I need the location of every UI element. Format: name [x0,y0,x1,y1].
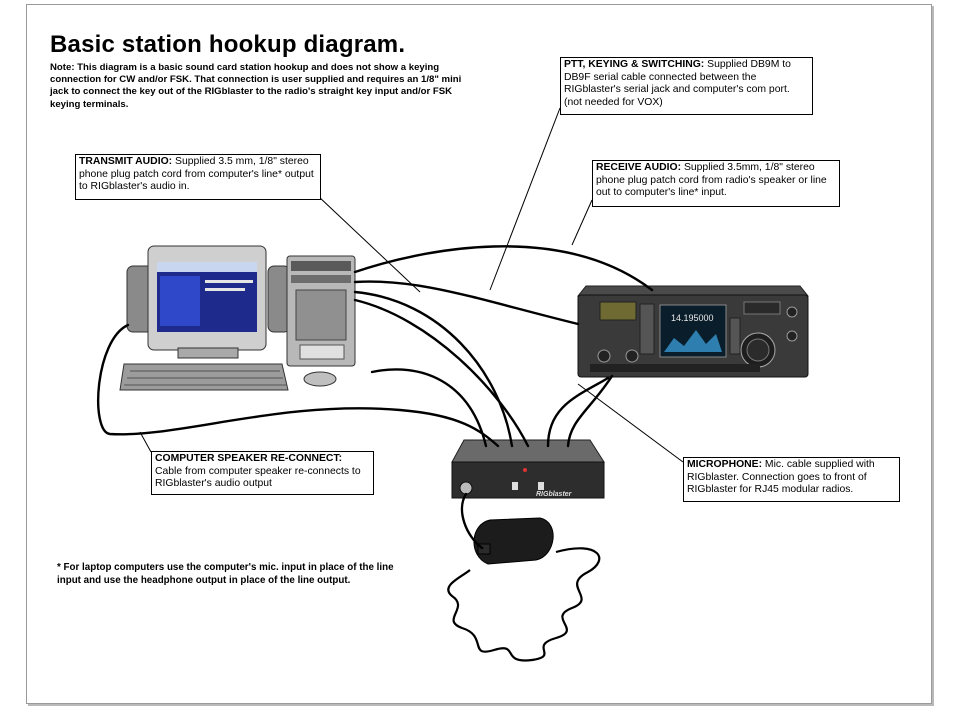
transmit-leader [317,195,421,293]
callout-text: Mic. cable supplied with RIGblaster. Con… [687,459,875,496]
radio-frequency-label: 14.195000 [671,313,714,323]
keyboard [119,363,289,391]
mouse [303,371,337,387]
receive-audio-cable [353,245,654,292]
page-title: Basic station hookup diagram. [50,31,406,58]
callout-microphone: MICROPHONE: Mic. cable supplied with RIG… [683,457,900,502]
mic-radio-cable [546,376,610,448]
callout-computer-speaker-reconnect: COMPUTER SPEAKER RE-CONNECT:Cable from c… [151,451,374,495]
computer-icon [119,245,356,391]
speaker-leader [139,431,152,453]
rigblaster-interface-icon [451,439,605,499]
hookup-note: Note: This diagram is a basic sound card… [50,62,462,110]
radio-to-rigblaster-cable [566,374,614,448]
callout-ptt-keying-switching: PTT, KEYING & SWITCHING: Supplied DB9M t… [560,57,813,115]
callout-receive-audio: RECEIVE AUDIO: Supplied 3.5mm, 1/8" ster… [592,160,840,207]
callout-heading: PTT, KEYING & SWITCHING: [564,59,705,70]
ptt-leader [489,107,561,291]
callout-heading: MICROPHONE: [687,459,763,470]
callout-heading: TRANSMIT AUDIO: [79,156,173,167]
laptop-footnote: * For laptop computers use the computer'… [57,562,394,587]
callout-transmit-audio: TRANSMIT AUDIO: Supplied 3.5 mm, 1/8" st… [75,154,321,200]
ptt-serial-cable [353,290,514,448]
cables [96,245,654,550]
mic-jack [459,481,473,495]
callout-leaders [139,107,684,463]
callout-heading: COMPUTER SPEAKER RE-CONNECT: [155,453,343,464]
callout-text: Supplied 3.5mm, 1/8" stereo phone plug p… [596,162,827,199]
callout-text: Supplied 3.5 mm, 1/8" stereo phone plug … [79,156,314,193]
radio-transceiver-icon: 14.195000 [576,285,810,378]
receive-leader [571,199,593,246]
computer-audio-out-cable [370,368,488,448]
microphone-icon [473,517,554,565]
rigblaster-front [451,461,605,499]
mic-cord-top [460,492,484,550]
coiled-mic-cord [447,547,601,662]
speaker-reconnect-cable [96,323,500,448]
transmit-audio-cable [353,298,530,448]
mic-leader [577,383,684,463]
callout-text: Supplied DB9M to DB9F serial cable conne… [564,59,791,108]
callout-heading: RECEIVE AUDIO: [596,162,682,173]
transmit-line-cable [353,280,580,326]
rigblaster-brand-label: RIGblaster [536,491,572,498]
callout-text: Cable from computer speaker re-connects … [155,465,361,490]
